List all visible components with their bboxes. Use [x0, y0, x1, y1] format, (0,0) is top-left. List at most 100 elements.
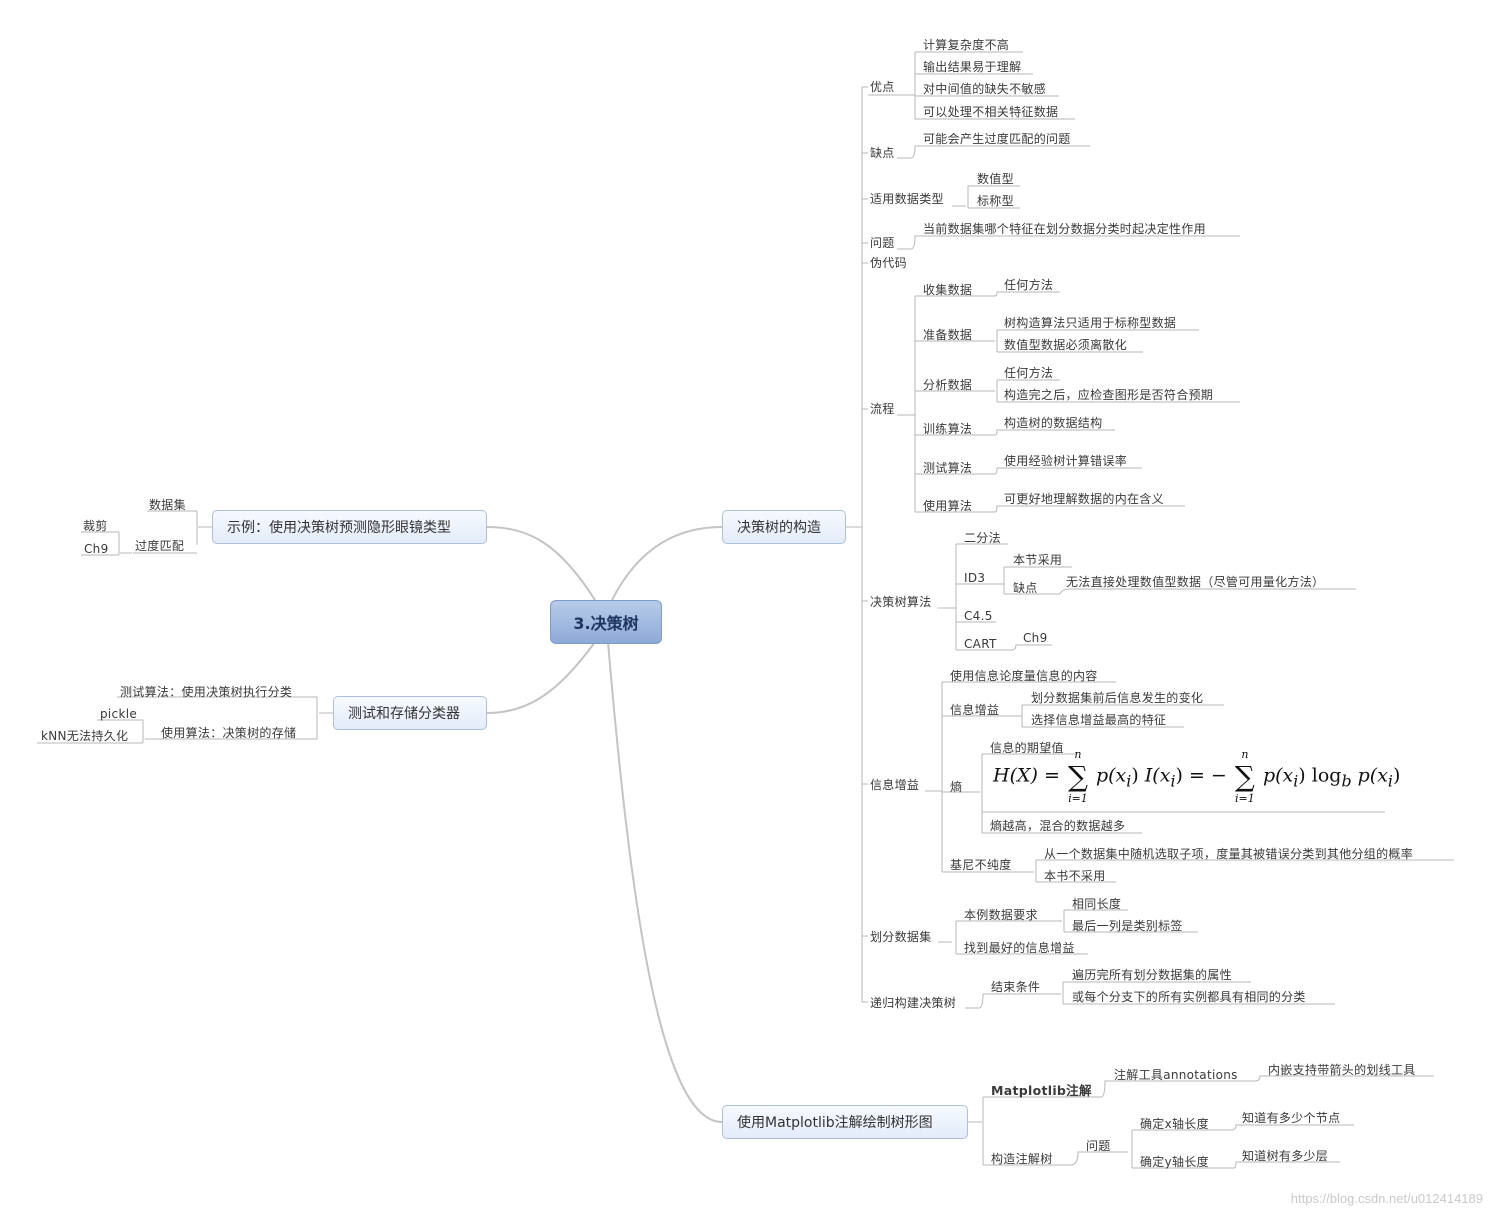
node-info-gain[interactable]: 信息增益: [870, 778, 920, 792]
flow-analyze-2[interactable]: 构造完之后，应检查图形是否符合预期: [1004, 388, 1214, 402]
plot-annot-tool[interactable]: 注解工具annotations: [1114, 1068, 1238, 1082]
formula-eq2: = −: [1188, 764, 1227, 787]
formula-sub-3: i: [1293, 771, 1299, 791]
branch-plot-label: 使用Matplotlib注解绘制树形图: [737, 1115, 933, 1131]
formula-log: log: [1311, 764, 1342, 787]
flow-use-1[interactable]: 可更好地理解数据的内在含义: [1004, 492, 1164, 506]
gain-sub-1[interactable]: 划分数据集前后信息发生的变化: [1031, 691, 1204, 705]
branch-test-store[interactable]: 测试和存储分类器: [333, 696, 487, 730]
node-type-numeric[interactable]: 数值型: [977, 172, 1014, 186]
node-pros-1[interactable]: 计算复杂度不高: [923, 38, 1010, 52]
sum-bottom: i=1: [1068, 792, 1088, 805]
branch-example[interactable]: 示例：使用决策树预测隐形眼镜类型: [212, 510, 487, 544]
node-question[interactable]: 问题: [870, 236, 895, 250]
gini-1[interactable]: 从一个数据集中随机选取子项，度量其被错误分类到其他分组的概率: [1044, 847, 1414, 861]
flow-step-use[interactable]: 使用算法: [923, 499, 973, 513]
store-pickle[interactable]: pickle: [100, 707, 138, 721]
node-pros[interactable]: 优点: [870, 80, 895, 94]
split-req-1[interactable]: 相同长度: [1072, 897, 1122, 911]
node-recursive[interactable]: 递归构建决策树: [870, 996, 957, 1010]
gain-sub-2[interactable]: 选择信息增益最高的特征: [1031, 713, 1167, 727]
end-cond-2[interactable]: 或每个分支下的所有实例都具有相同的分类: [1072, 990, 1306, 1004]
plot-annot-tool-1[interactable]: 内嵌支持带箭头的划线工具: [1268, 1063, 1416, 1077]
root-node[interactable]: 3.决策树: [550, 600, 662, 644]
node-split[interactable]: 划分数据集: [870, 930, 932, 944]
formula-mid: I(x: [1144, 764, 1171, 787]
flow-step-prepare[interactable]: 准备数据: [923, 328, 973, 342]
id3-cons-1[interactable]: 无法直接处理数值型数据（尽管可用量化方法）: [1066, 575, 1325, 589]
flow-step-collect[interactable]: 收集数据: [923, 283, 973, 297]
plot-build[interactable]: 构造注解树: [991, 1152, 1053, 1166]
gain-use[interactable]: 使用信息论度量信息的内容: [950, 669, 1098, 683]
plot-problem[interactable]: 问题: [1086, 1139, 1111, 1153]
node-question-1[interactable]: 当前数据集哪个特征在划分数据分类时起决定性作用: [923, 222, 1206, 236]
overfit-ch9[interactable]: Ch9: [84, 542, 109, 556]
end-cond-1[interactable]: 遍历完所有划分数据集的属性: [1072, 968, 1232, 982]
example-dataset[interactable]: 数据集: [149, 498, 186, 512]
id3-cons[interactable]: 缺点: [1013, 581, 1038, 595]
formula-lhs: H(X) =: [993, 764, 1060, 787]
gini-2[interactable]: 本书不采用: [1044, 869, 1106, 883]
node-cons[interactable]: 缺点: [870, 146, 895, 160]
entropy-note[interactable]: 熵越高，混合的数据越多: [990, 819, 1126, 833]
formula-term3: p(x: [1357, 764, 1388, 787]
formula-sub-2: i: [1170, 771, 1176, 791]
test-classify[interactable]: 测试算法：使用决策树执行分类: [120, 685, 293, 699]
node-pseudocode[interactable]: 伪代码: [870, 256, 907, 270]
flow-collect-1[interactable]: 任何方法: [1004, 278, 1054, 292]
algo-binary[interactable]: 二分法: [964, 531, 1001, 545]
flow-prepare-1[interactable]: 树构造算法只适用于标称型数据: [1004, 316, 1177, 330]
plot-x-len[interactable]: 确定x轴长度: [1140, 1117, 1209, 1131]
overfit-prune[interactable]: 裁剪: [83, 519, 108, 533]
formula-sub-4: i: [1387, 771, 1393, 791]
sum-top-2: n: [1241, 748, 1249, 761]
flow-prepare-2[interactable]: 数值型数据必须离散化: [1004, 338, 1128, 352]
split-best[interactable]: 找到最好的信息增益: [964, 941, 1075, 955]
watermark: https://blog.csdn.net/u012414189: [1290, 1191, 1483, 1206]
node-algos[interactable]: 决策树算法: [870, 595, 932, 609]
branch-construct[interactable]: 决策树的构造: [722, 510, 846, 544]
flow-step-analyze[interactable]: 分析数据: [923, 378, 973, 392]
gain-sub[interactable]: 信息增益: [950, 703, 1000, 717]
node-entropy[interactable]: 熵: [950, 780, 963, 794]
end-cond[interactable]: 结束条件: [991, 980, 1041, 994]
node-type-nominal[interactable]: 标称型: [977, 194, 1014, 208]
node-pros-3[interactable]: 对中间值的缺失不敏感: [923, 82, 1047, 96]
cart-ch9[interactable]: Ch9: [1023, 631, 1048, 645]
flow-train-1[interactable]: 构造树的数据结构: [1004, 416, 1103, 430]
split-req-2[interactable]: 最后一列是类别标签: [1072, 919, 1183, 933]
node-gini[interactable]: 基尼不纯度: [950, 858, 1012, 872]
plot-y-item[interactable]: 知道树有多少层: [1242, 1149, 1329, 1163]
plot-y-len[interactable]: 确定y轴长度: [1140, 1155, 1209, 1169]
entropy-expect[interactable]: 信息的期望值: [990, 741, 1064, 755]
flow-test-1[interactable]: 使用经验树计算错误率: [1004, 454, 1128, 468]
plot-mpl[interactable]: Matplotlib注解: [991, 1083, 1092, 1098]
sum-top: n: [1074, 748, 1082, 761]
store-knn[interactable]: kNN无法持久化: [41, 729, 129, 743]
algo-id3[interactable]: ID3: [964, 571, 986, 585]
use-store[interactable]: 使用算法：决策树的存储: [161, 726, 297, 740]
example-overfit[interactable]: 过度匹配: [135, 539, 185, 553]
node-cons-1[interactable]: 可能会产生过度匹配的问题: [923, 132, 1071, 146]
flow-step-train[interactable]: 训练算法: [923, 422, 973, 436]
node-flow[interactable]: 流程: [870, 402, 895, 416]
node-pros-2[interactable]: 输出结果易于理解: [923, 60, 1022, 74]
id3-used[interactable]: 本节采用: [1013, 553, 1063, 567]
branch-plot[interactable]: 使用Matplotlib注解绘制树形图: [722, 1105, 968, 1139]
plot-x-item[interactable]: 知道有多少个节点: [1242, 1111, 1341, 1125]
sum-bottom-2: i=1: [1235, 792, 1255, 805]
node-types[interactable]: 适用数据类型: [870, 192, 944, 206]
algo-c45[interactable]: C4.5: [964, 609, 993, 623]
formula-sub-1: i: [1126, 771, 1132, 791]
node-pros-4[interactable]: 可以处理不相关特征数据: [923, 105, 1059, 119]
formula-term1: p(x: [1095, 764, 1127, 787]
formula-term2: p(x: [1262, 764, 1294, 787]
flow-step-test[interactable]: 测试算法: [923, 461, 973, 475]
flow-analyze-1[interactable]: 任何方法: [1004, 366, 1054, 380]
algo-cart[interactable]: CART: [964, 637, 997, 651]
split-req[interactable]: 本例数据要求: [964, 908, 1038, 922]
